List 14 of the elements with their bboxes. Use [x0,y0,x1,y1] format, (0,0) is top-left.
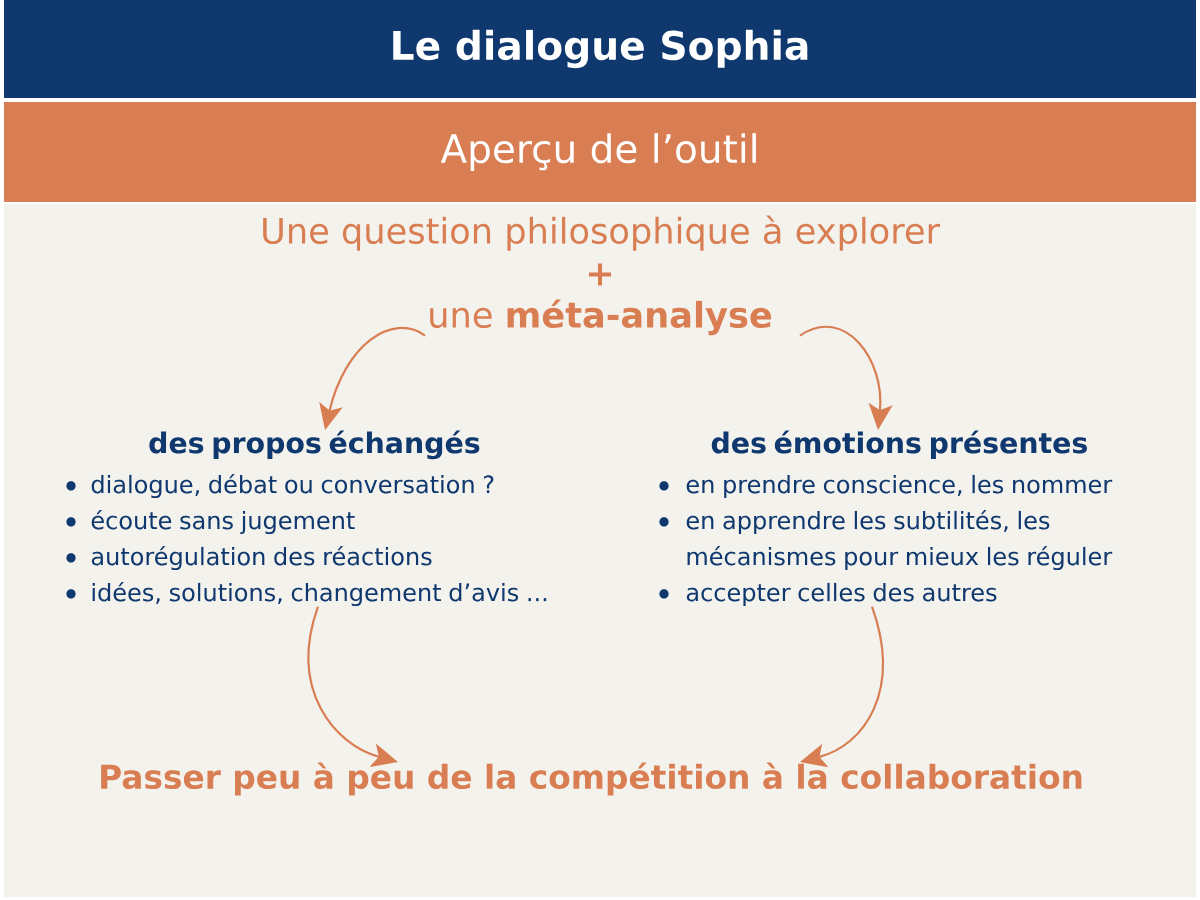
plus-sign: + [589,263,611,286]
intro-text: Une question philosophique à explorer [263,215,941,251]
list-item: idées, solutions, changement d’avis ... [92,581,547,607]
conclusion-text: Passer peu à peu de la compétition à la collaboration [101,762,1082,796]
intro-text: une méta-analyse [430,299,772,336]
list-item: écoute sans jugement [91,509,355,535]
list-heading: des propos échangés [149,430,480,460]
list-item: autorégulation des réactions [91,545,432,571]
list-heading: des émotions présentes [711,430,1087,459]
list-item: dialogue, débat ou conversation ? [91,473,494,499]
subtitle-band: Aperçu de l’outil [4,102,1196,202]
list-item: accepter celles des autres [686,582,997,607]
list-item: en prendre conscience, les nommer [686,474,1113,499]
title-band: Le dialogue Sophia [4,0,1196,98]
